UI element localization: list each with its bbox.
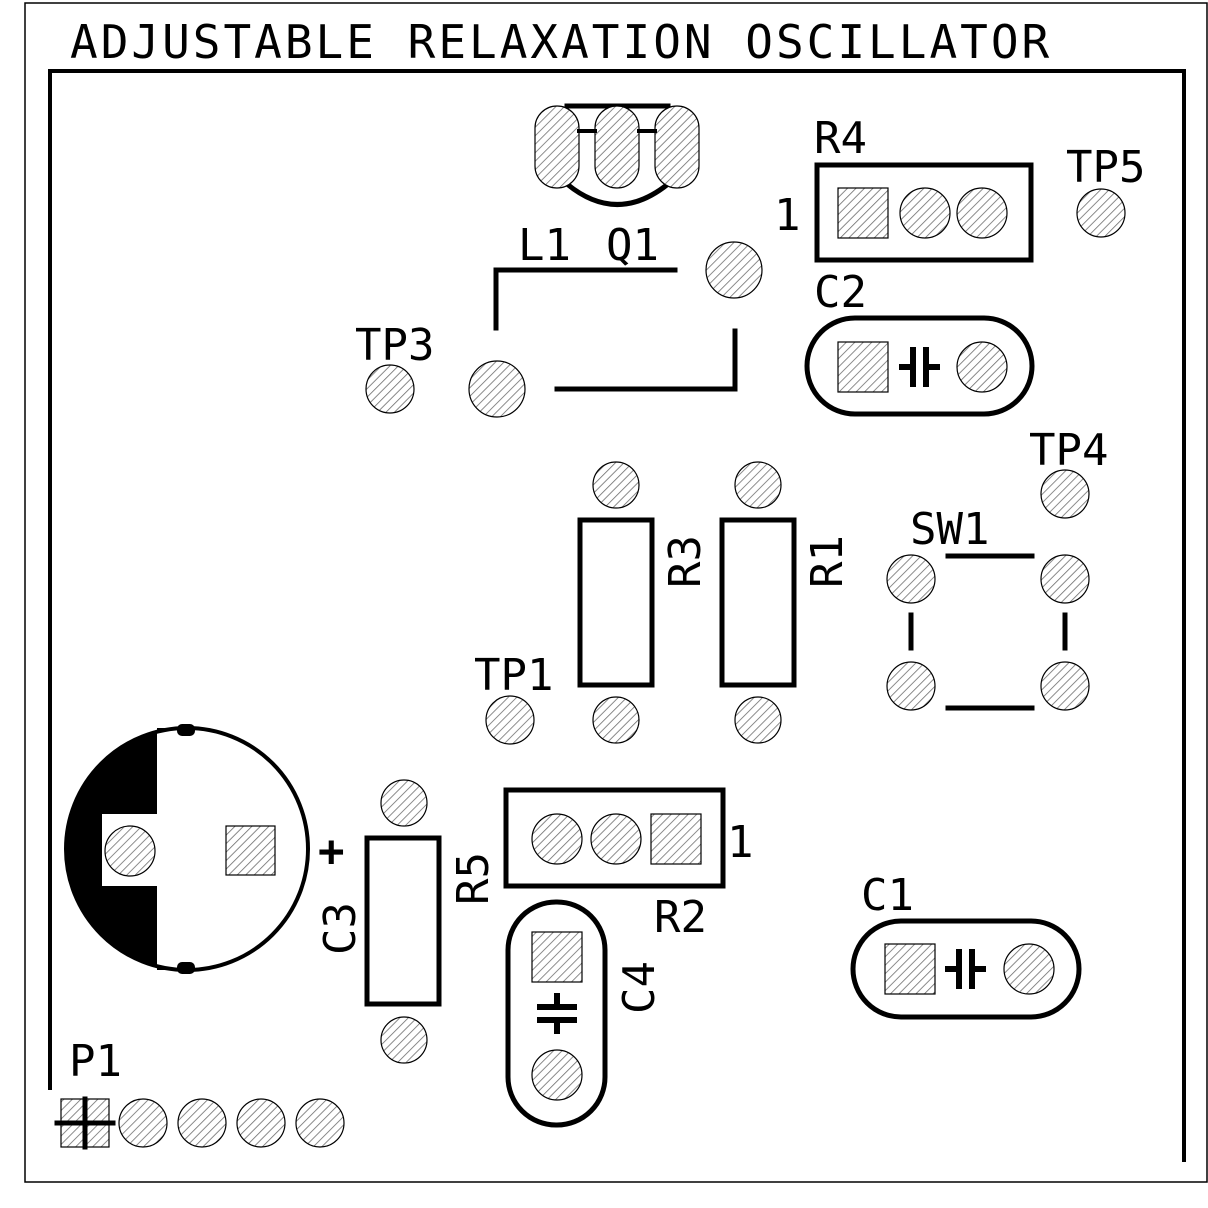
l1-footprint	[468, 241, 763, 418]
l1-label: L1	[518, 220, 571, 271]
c3-label: C3	[315, 902, 366, 955]
r3-label: R3	[660, 535, 711, 588]
board-outline	[24, 2, 1208, 1183]
q1-label: Q1	[606, 220, 659, 271]
c2-footprint	[804, 315, 1035, 417]
r1-label: R1	[802, 535, 853, 588]
tp1-pad	[485, 695, 535, 745]
r4-pin1-label: 1	[774, 190, 801, 241]
c4-label: C4	[614, 961, 665, 1014]
tp5-label: TP5	[1066, 142, 1145, 193]
r1-footprint	[719, 461, 797, 744]
c3-footprint	[64, 724, 310, 974]
sw1-footprint	[886, 553, 1090, 711]
tp5-pad	[1076, 188, 1126, 238]
sw1-label: SW1	[910, 504, 989, 555]
r2-trimmer	[503, 787, 726, 889]
r2-label: R2	[654, 892, 707, 943]
c4-footprint	[505, 899, 608, 1128]
tp4-pad	[1040, 469, 1090, 519]
r3-footprint	[577, 461, 655, 744]
c3-plus-label: +	[318, 826, 345, 877]
c1-label: C1	[861, 870, 914, 921]
board-title: ADJUSTABLE RELAXATION OSCILLATOR	[70, 15, 1052, 69]
r2-pin1-label: 1	[727, 817, 754, 868]
r4-trimmer	[814, 162, 1034, 263]
p1-header	[54, 1096, 345, 1150]
r4-label: R4	[814, 113, 867, 164]
p1-label: P1	[69, 1036, 122, 1087]
board-edge	[48, 69, 1186, 1162]
c1-footprint	[850, 918, 1082, 1020]
tp1-label: TP1	[474, 650, 553, 701]
tp4-label: TP4	[1029, 425, 1108, 476]
r5-label: R5	[448, 852, 499, 905]
tp3-pad	[365, 364, 415, 414]
q1-footprint	[534, 103, 700, 207]
c2-label: C2	[814, 267, 867, 318]
r5-footprint	[364, 779, 442, 1064]
tp3-label: TP3	[355, 320, 434, 371]
